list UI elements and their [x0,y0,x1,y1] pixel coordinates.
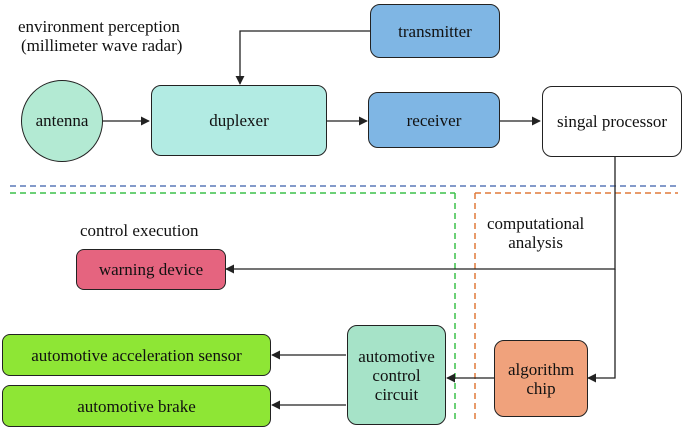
node-signal-processor: singal processor [542,86,682,157]
node-brake: automotive brake [2,385,271,427]
control-title: control execution [80,221,199,240]
edge-transmitter-duplexer [235,30,370,85]
node-duplexer: duplexer [151,85,327,156]
node-algorithm-chip: algorithm chip [494,340,588,417]
analysis-title: computational analysis [487,214,585,252]
node-warning-device: warning device [76,249,226,290]
node-receiver: receiver [368,92,500,148]
node-acceleration-sensor: automotive acceleration sensor [2,334,271,376]
edge-processor-chip [587,269,616,383]
edge-processor-warning [225,157,616,274]
node-control-circuit: automotive control circuit [347,325,446,425]
perception-title: environment perception (millimeter wave … [18,17,183,55]
node-transmitter: transmitter [370,4,500,58]
node-antenna: antenna [21,80,103,162]
